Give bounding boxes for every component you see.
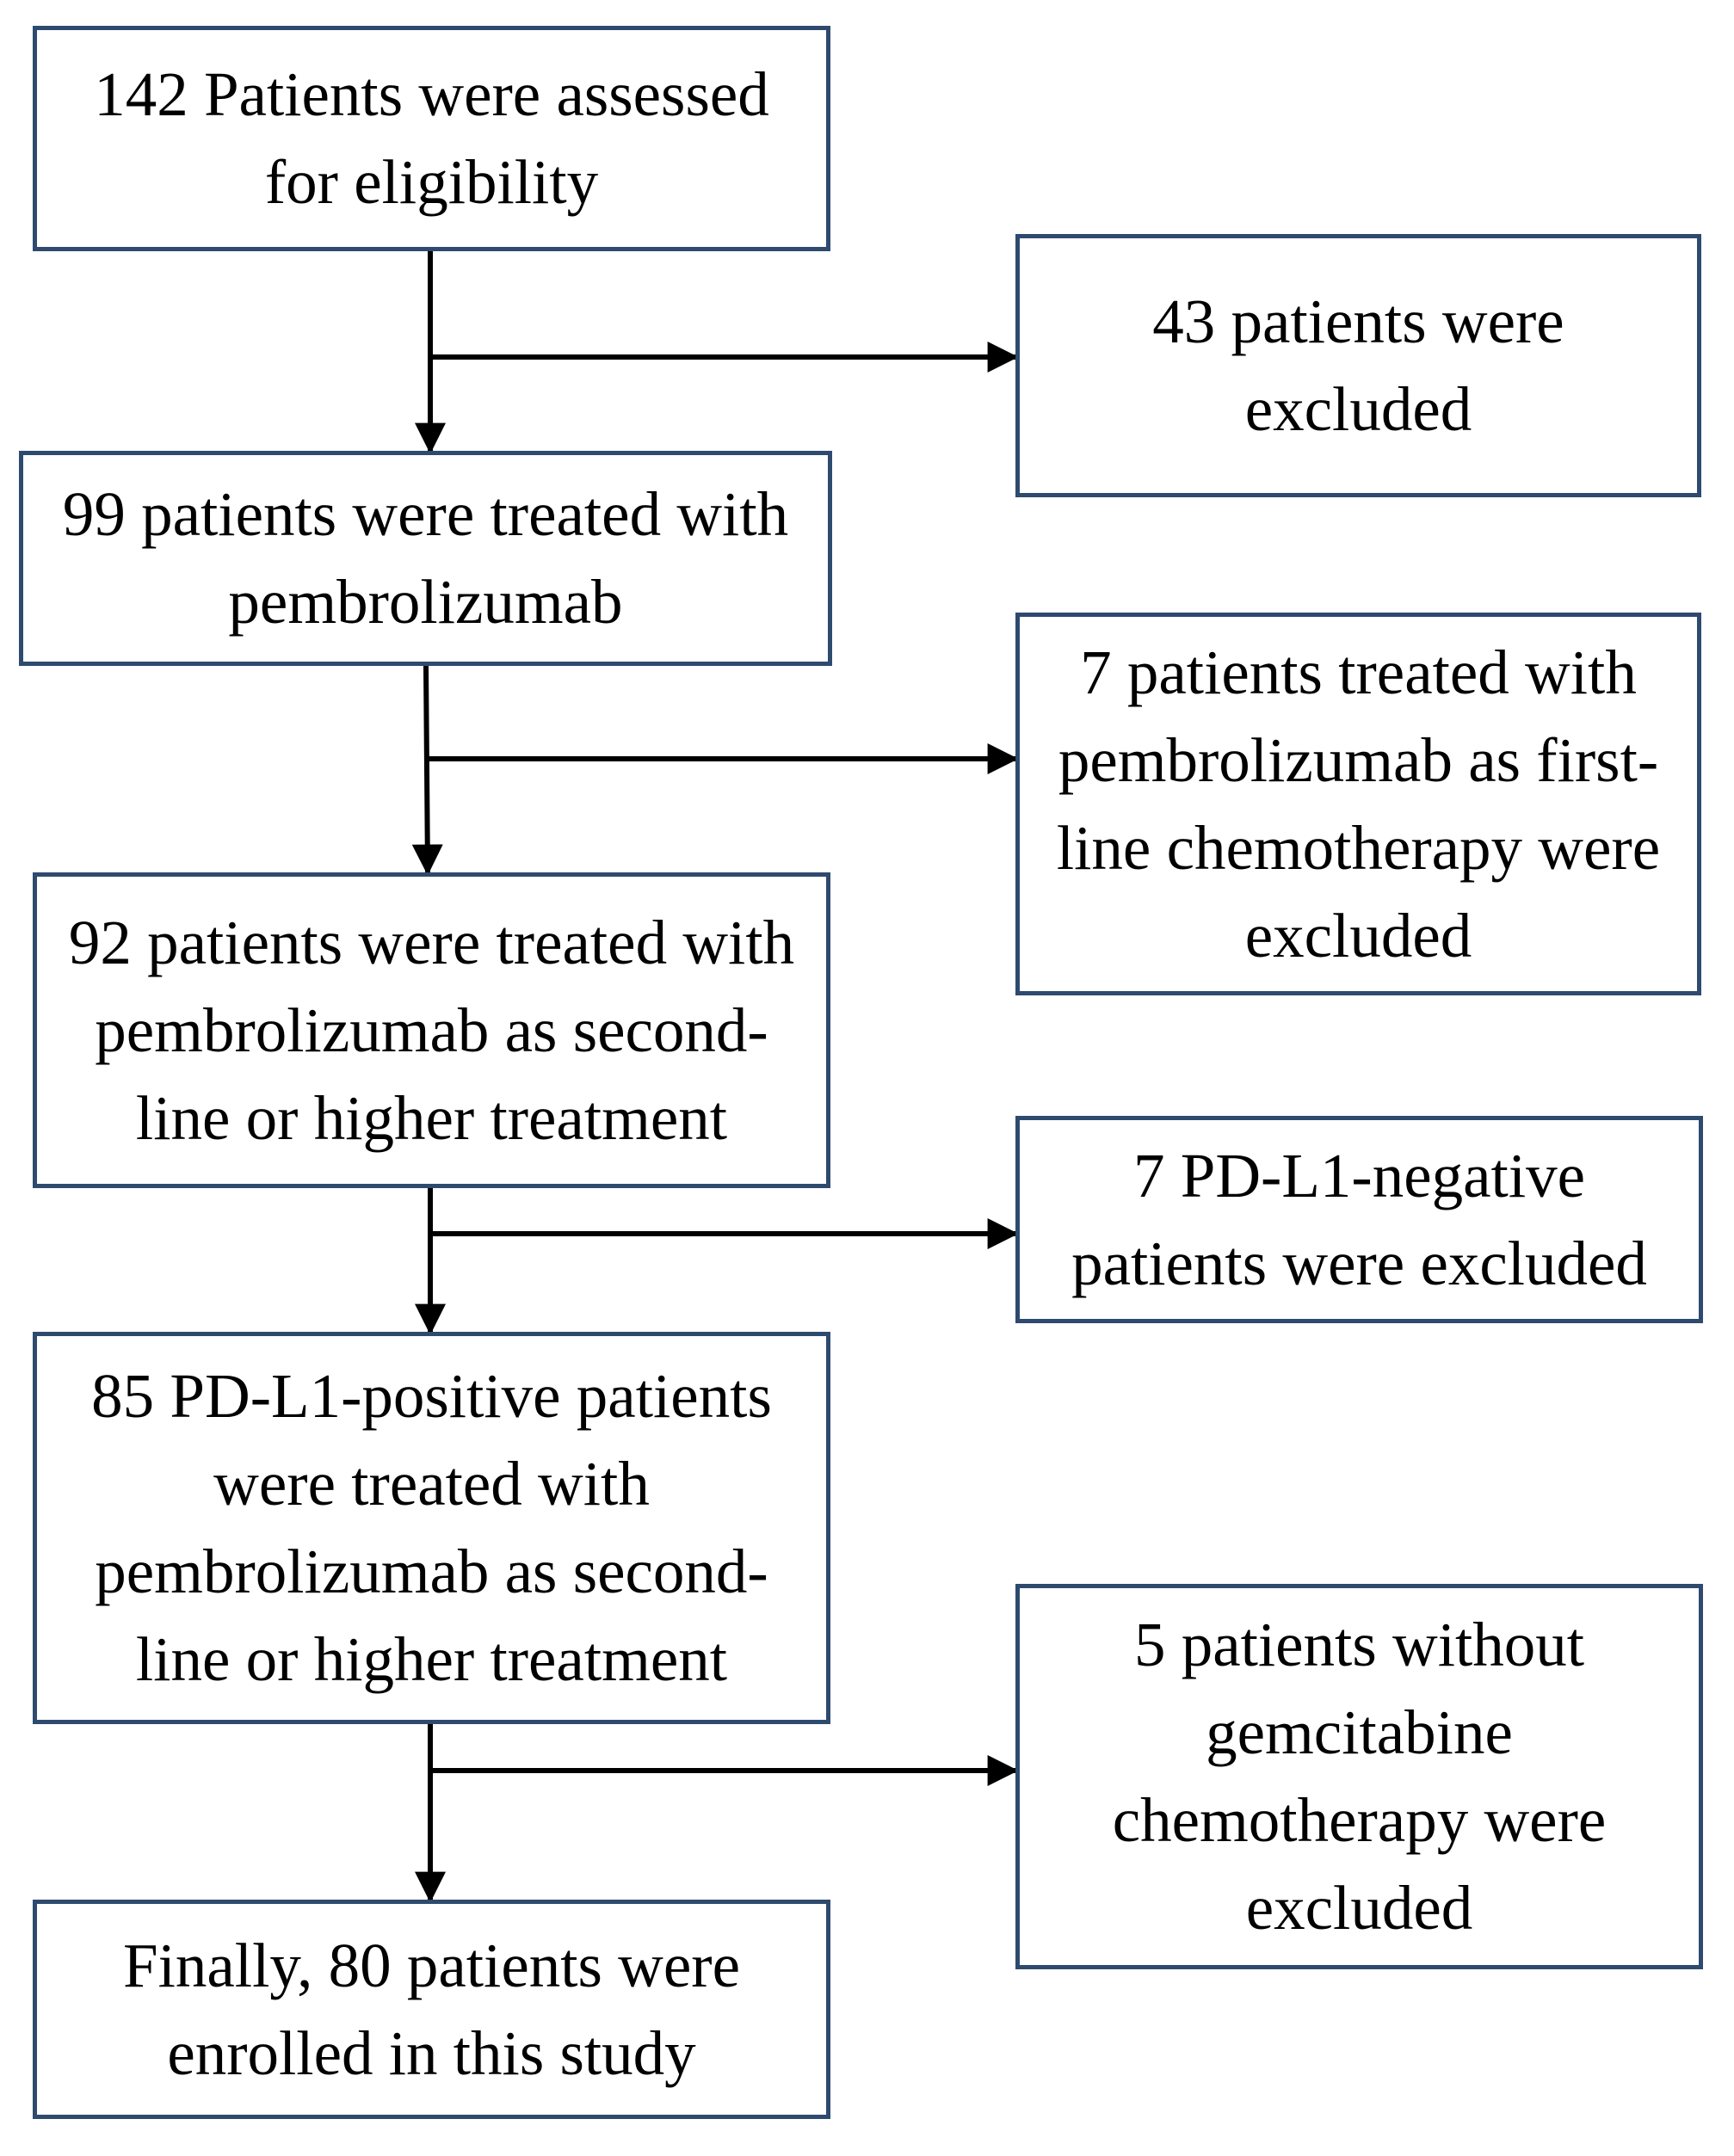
step-text-enrolled: Finally, 80 patients were enrolled in th… — [123, 1930, 740, 2088]
exclusion-text-3: 7 PD-L1-negative patients were excluded — [1071, 1140, 1647, 1298]
connector-down-2 — [411, 665, 443, 876]
exclusion-text-4: 5 patients without gemcitabine chemother… — [1112, 1610, 1607, 1943]
step-box-pd-l1-positive: 85 PD-L1-positive patients were treated … — [33, 1332, 830, 1724]
exclusion-box-1: 43 patients were excluded — [1015, 234, 1701, 497]
step-text-assessed: 142 Patients were assessed for eligibili… — [94, 59, 769, 217]
step-text-treated: 99 patients were treated with pembrolizu… — [62, 479, 789, 637]
exclusion-box-3: 7 PD-L1-negative patients were excluded — [1015, 1116, 1703, 1323]
step-box-assessed: 142 Patients were assessed for eligibili… — [33, 26, 830, 251]
exclusion-text-2: 7 patients treated with pembrolizumab as… — [1056, 637, 1661, 970]
step-text-second-line: 92 patients were treated with pembrolizu… — [68, 907, 795, 1153]
exclusion-text-1: 43 patients were excluded — [1152, 286, 1564, 444]
step-box-enrolled: Finally, 80 patients were enrolled in th… — [33, 1900, 830, 2119]
step-box-treated: 99 patients were treated with pembrolizu… — [19, 451, 832, 666]
exclusion-box-2: 7 patients treated with pembrolizumab as… — [1015, 613, 1701, 995]
exclusion-box-4: 5 patients without gemcitabine chemother… — [1015, 1584, 1703, 1969]
step-box-second-line: 92 patients were treated with pembrolizu… — [33, 872, 830, 1188]
step-text-pd-l1-positive: 85 PD-L1-positive patients were treated … — [91, 1361, 772, 1694]
